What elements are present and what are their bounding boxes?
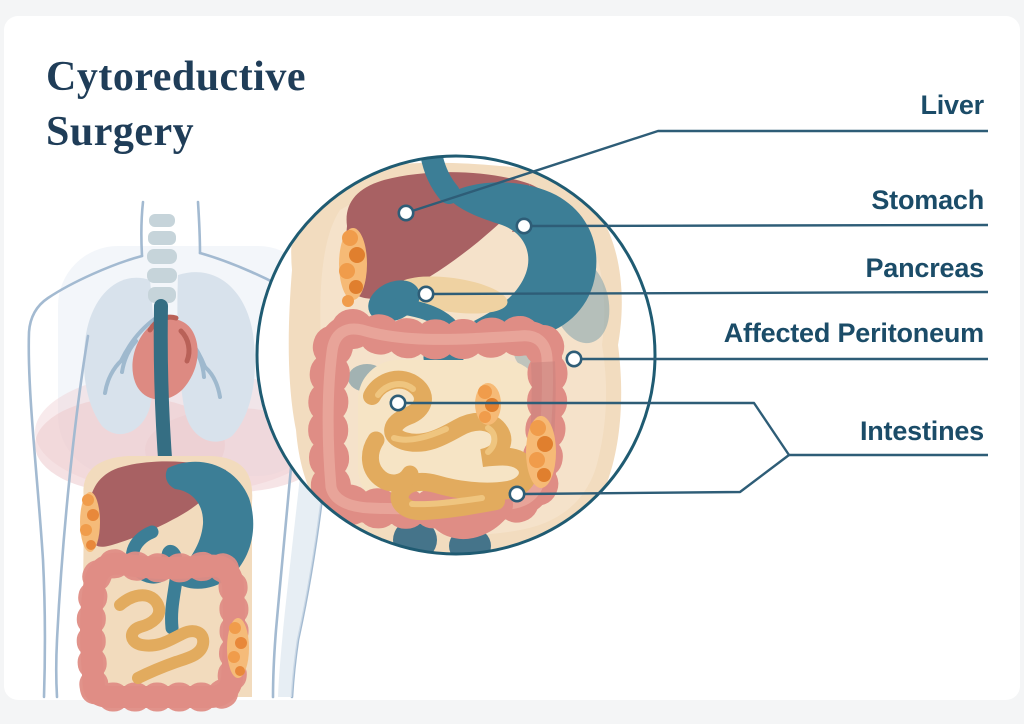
title-line-1: Cytoreductive: [46, 54, 306, 100]
label-intestines: Intestines: [859, 416, 984, 446]
magnified-organs: [288, 156, 622, 554]
magnifier: [255, 154, 657, 556]
liver-callout-dot: [397, 204, 415, 222]
callout-dots: [389, 204, 583, 503]
colon-callout-dot: [508, 485, 526, 503]
esophagus-zoom: [419, 156, 460, 204]
mini-nodules-right: [227, 618, 249, 678]
label-affected-peritoneum: Affected Peritoneum: [723, 318, 984, 348]
stomach-leader-line: [529, 223, 989, 228]
pancreas-callout-dot: [417, 285, 435, 303]
mini-nodules-left: [80, 492, 100, 552]
title-line-2: Surgery: [46, 109, 195, 155]
intestine-highlight: [375, 381, 498, 508]
page-title: Cytoreductive Surgery: [46, 50, 306, 160]
label-pancreas: Pancreas: [865, 253, 985, 283]
mini-colon-haustra: [76, 549, 249, 712]
intestines-leader-line-lower: [523, 454, 790, 496]
lungs: [83, 272, 255, 442]
intestines-leader-line-upper: [405, 401, 790, 456]
abdomen-organs: [76, 456, 254, 712]
left-lung: [83, 277, 155, 435]
mini-small-intestine: [114, 589, 210, 684]
nodules-right: [526, 416, 556, 488]
small-intestine-callout-dot: [389, 394, 407, 412]
esophagus: [153, 299, 173, 479]
trachea-vertebrae: [147, 214, 177, 303]
magnifier-ring: [255, 154, 657, 556]
nodules-left: [339, 228, 367, 307]
liver-leader-line: [405, 129, 988, 215]
label-liver: Liver: [920, 90, 984, 120]
right-lung: [177, 272, 255, 442]
stomach: [446, 182, 597, 339]
label-stomach: Stomach: [871, 185, 984, 215]
body-figure: [27, 200, 335, 712]
peritoneum-callout-dot: [565, 350, 583, 368]
stomach-callout-dot: [515, 217, 533, 235]
pancreas-leader-line: [432, 290, 989, 296]
leader-lines: [405, 129, 989, 496]
small-intestine: [362, 370, 537, 521]
